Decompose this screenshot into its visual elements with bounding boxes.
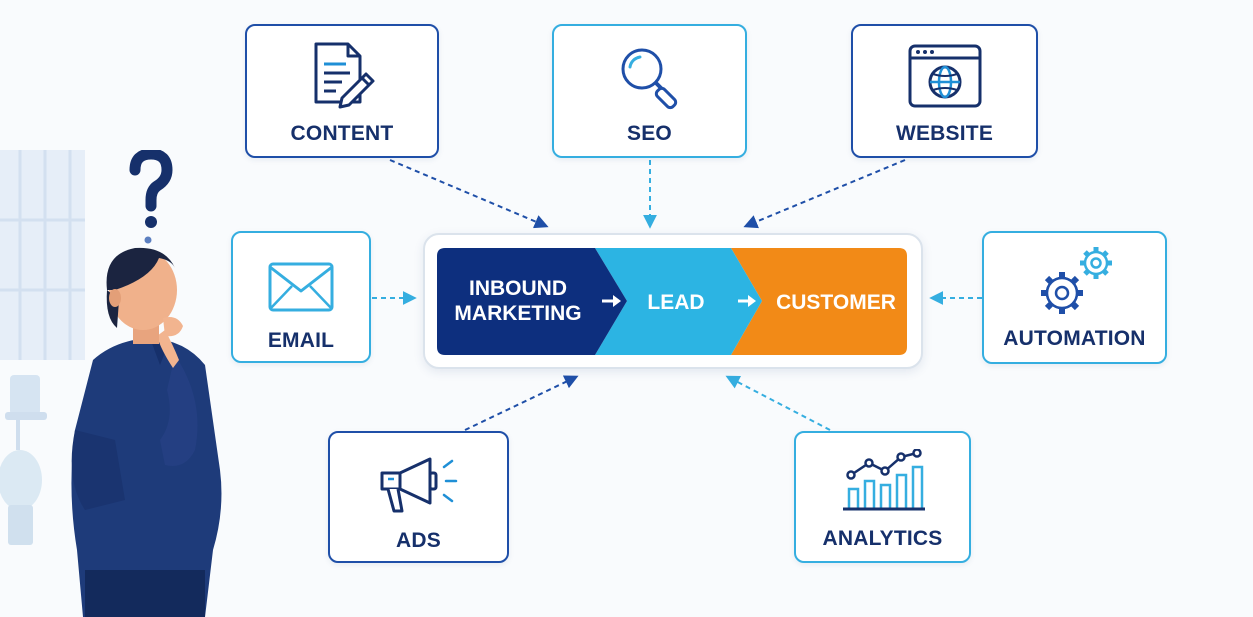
funnel-chevrons xyxy=(437,248,907,355)
content-card: CONTENT xyxy=(245,24,439,158)
content-arrow xyxy=(389,159,549,229)
seo-card: SEO xyxy=(552,24,747,158)
analytics-label: ANALYTICS xyxy=(822,527,943,550)
stage-customer-shape xyxy=(731,248,907,355)
website-card: WEBSITE xyxy=(851,24,1038,158)
seo-label: SEO xyxy=(627,122,672,145)
browser-globe-icon xyxy=(908,44,981,108)
envelope-icon xyxy=(268,262,334,312)
ads-label: ADS xyxy=(396,529,441,552)
thinking-businessman-illustration xyxy=(71,150,222,617)
website-arrow xyxy=(743,159,906,229)
stage-lead-shape xyxy=(595,248,762,355)
magnifier-icon xyxy=(621,48,677,110)
document-pencil-icon xyxy=(314,42,375,109)
website-label: WEBSITE xyxy=(895,122,994,145)
ads-arrow xyxy=(464,375,579,431)
stage-inbound-shape xyxy=(437,248,627,355)
analytics-card: ANALYTICS xyxy=(794,431,971,563)
ads-card: ADS xyxy=(328,431,509,563)
content-label: CONTENT xyxy=(290,122,394,145)
gears-icon xyxy=(1040,247,1112,314)
stage-customer-label: CUSTOMER xyxy=(776,291,896,314)
email-card: EMAIL xyxy=(231,231,371,363)
analytics-arrow xyxy=(725,375,831,431)
question-mark-icon xyxy=(129,150,173,244)
megaphone-icon xyxy=(380,457,457,513)
email-label: EMAIL xyxy=(267,329,335,352)
automation-card: AUTOMATION xyxy=(982,231,1167,364)
stage-lead-label: LEAD xyxy=(647,291,705,314)
stage-inbound-label: INBOUND MARKETING xyxy=(454,277,582,325)
office-background xyxy=(0,150,85,545)
automation-label: AUTOMATION xyxy=(1003,327,1146,350)
bar-line-chart-icon xyxy=(842,449,925,511)
